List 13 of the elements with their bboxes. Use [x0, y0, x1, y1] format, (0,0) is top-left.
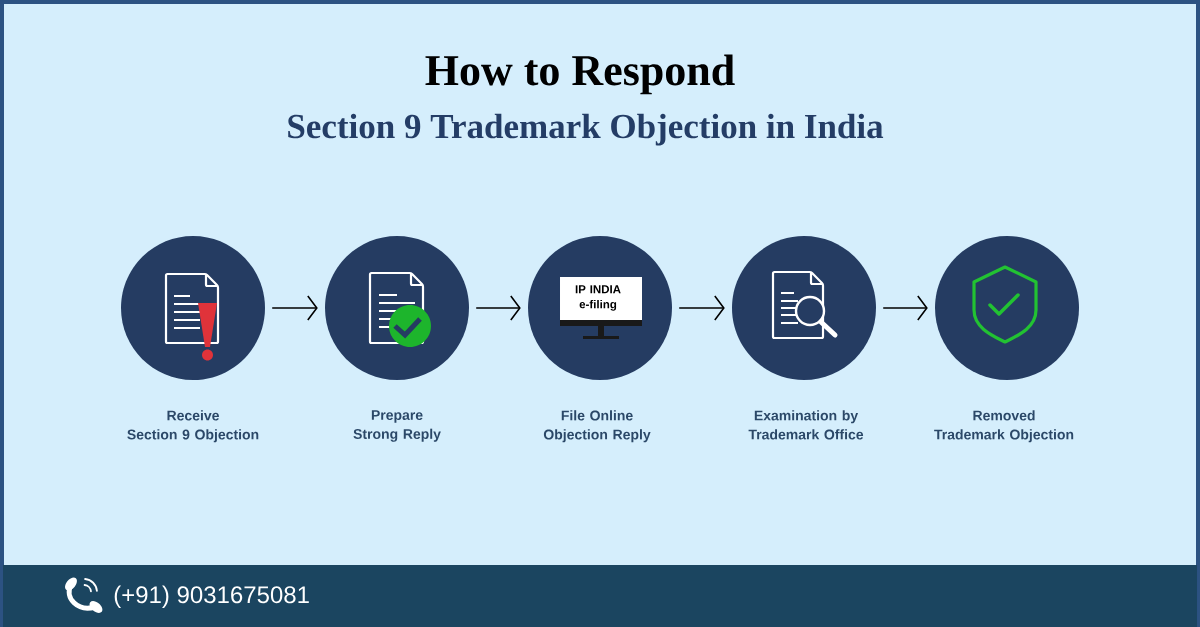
arrow	[678, 295, 725, 321]
step-caption: Receive Section 9 Objection	[127, 410, 259, 443]
subtitle: Section 9 Trademark Objection in India	[288, 113, 884, 146]
step-caption: Examination by Trademark Office	[748, 410, 864, 440]
arrow	[271, 295, 318, 321]
step-caption: File Online Objection Reply	[543, 410, 651, 443]
step-caption: Removed Trademark Objection	[934, 410, 1074, 443]
arrow	[475, 295, 521, 321]
phone-number: (+91) 9031675081	[114, 585, 309, 608]
screen-text: IP INDIA e-filing	[575, 285, 621, 311]
arrow	[882, 295, 928, 321]
step-caption: Prepare Strong Reply	[353, 410, 441, 442]
title: How to Respond	[425, 54, 735, 95]
